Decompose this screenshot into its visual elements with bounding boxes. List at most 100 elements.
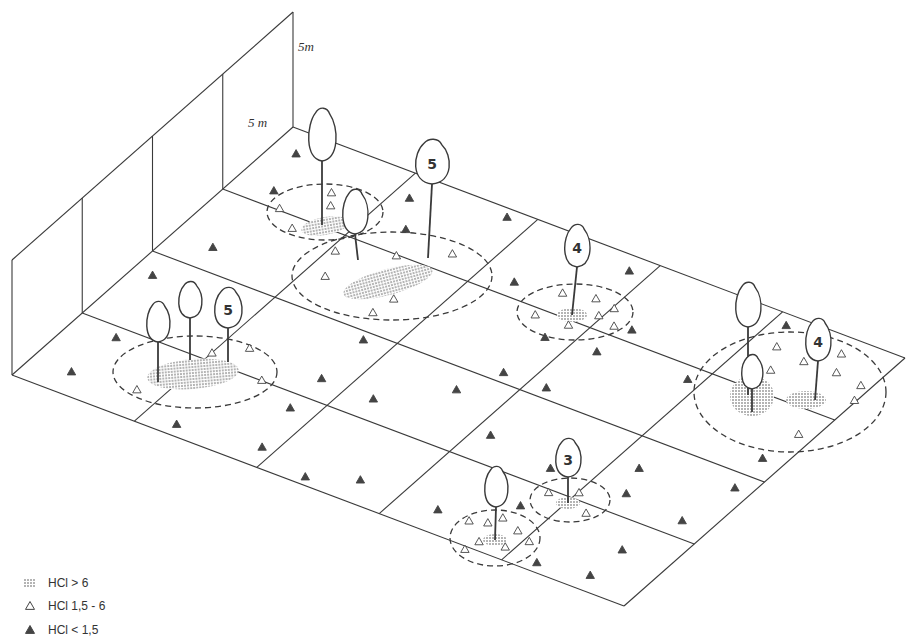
grid-line xyxy=(82,313,694,544)
dashed-contour xyxy=(267,184,383,240)
tree-crown xyxy=(343,189,368,234)
open-triangle xyxy=(465,517,473,524)
stipple-patch xyxy=(340,258,436,307)
filled-triangle xyxy=(546,464,554,471)
open-triangle xyxy=(133,385,141,392)
grid-line xyxy=(153,251,765,482)
open-triangle xyxy=(326,202,334,209)
open-triangle xyxy=(610,304,618,311)
tree-crown xyxy=(565,224,590,267)
filled-triangle xyxy=(270,187,278,194)
open-triangle xyxy=(484,519,492,526)
dashed-contour xyxy=(292,232,492,320)
filled-triangle xyxy=(258,443,266,450)
tree-trunk xyxy=(751,389,753,412)
dimension-label: 5 m xyxy=(248,116,267,129)
filled-triangle xyxy=(782,321,790,328)
tree-number: 5 xyxy=(427,157,437,171)
filled-triangle xyxy=(758,454,766,461)
filled-triangle xyxy=(635,464,643,471)
filled-triangle xyxy=(486,431,494,438)
open-triangle xyxy=(245,344,253,351)
filled-triangle xyxy=(369,395,377,402)
filled-triangle xyxy=(209,243,217,250)
filled-triangle xyxy=(499,368,507,375)
filled-triangle xyxy=(356,476,364,483)
open-triangle xyxy=(514,527,522,534)
filled-triangle xyxy=(405,194,413,201)
grid-line xyxy=(222,74,223,189)
tree-number: 4 xyxy=(572,241,582,255)
filled-triangle xyxy=(684,375,692,382)
legend-sample xyxy=(24,578,35,588)
open-triangle xyxy=(461,545,469,552)
open-triangle xyxy=(800,357,808,364)
open-triangle xyxy=(531,311,539,318)
open-triangle xyxy=(794,430,802,437)
open-triangle xyxy=(275,204,283,211)
floor-grid xyxy=(12,12,905,606)
tree-trunk xyxy=(321,161,323,225)
filled-triangle xyxy=(593,348,601,355)
filled-triangle xyxy=(148,271,156,278)
open-triangle xyxy=(832,368,840,375)
open-triangle xyxy=(582,509,590,516)
tree-trunk xyxy=(189,318,191,360)
legend-sample xyxy=(26,602,35,610)
open-triangle xyxy=(448,250,456,257)
grid-line xyxy=(12,375,624,606)
grid-line xyxy=(82,198,83,313)
open-triangle xyxy=(592,294,600,301)
open-triangle xyxy=(288,224,296,231)
open-triangle xyxy=(544,488,552,495)
open-triangle xyxy=(331,247,339,254)
tree-number: 3 xyxy=(563,453,573,467)
open-triangle xyxy=(499,514,507,521)
filled-triangle xyxy=(172,420,180,427)
open-triangle xyxy=(525,537,533,544)
open-triangle xyxy=(564,321,572,328)
legend-text: HCl < 1,5 xyxy=(48,624,98,636)
filled-triangle xyxy=(622,489,630,496)
filled-triangle xyxy=(503,213,511,220)
open-triangle xyxy=(208,349,216,356)
tree-crown xyxy=(806,318,831,361)
open-triangle xyxy=(850,396,858,403)
filled-triangle xyxy=(678,516,686,523)
filled-triangle xyxy=(628,326,636,333)
tree-crown xyxy=(742,354,763,389)
open-triangle xyxy=(575,488,583,495)
filled-triangle xyxy=(452,386,460,393)
grid-line xyxy=(12,127,293,375)
filled-triangle xyxy=(402,225,410,232)
dashed-contour xyxy=(694,332,886,452)
tree-crown xyxy=(736,282,761,327)
tree-trunk xyxy=(495,507,496,540)
open-triangle xyxy=(837,350,845,357)
tree-crown xyxy=(485,466,508,507)
open-triangle xyxy=(501,543,509,550)
dashed-contour xyxy=(530,478,610,522)
filled-triangle xyxy=(542,384,550,391)
filled-triangle xyxy=(286,404,294,411)
filled-triangle xyxy=(533,558,541,565)
open-triangle xyxy=(321,272,329,279)
open-triangle xyxy=(369,308,377,315)
open-triangle xyxy=(558,289,566,296)
filled-triangle xyxy=(586,571,594,578)
tree-trunk xyxy=(157,342,159,382)
open-triangle xyxy=(595,311,603,318)
filled-triangle xyxy=(292,150,300,157)
filled-triangle xyxy=(301,473,309,480)
tree-crown xyxy=(179,281,202,318)
tree-crown xyxy=(147,301,170,342)
stipple-patch xyxy=(146,355,240,393)
dashed-contour xyxy=(113,336,277,408)
tree-number: 5 xyxy=(223,303,233,317)
grid-line xyxy=(292,12,293,127)
tree-crown xyxy=(556,438,581,477)
tree-trunk xyxy=(572,267,577,315)
tree-trunk xyxy=(815,361,818,400)
grid-line xyxy=(223,189,835,420)
